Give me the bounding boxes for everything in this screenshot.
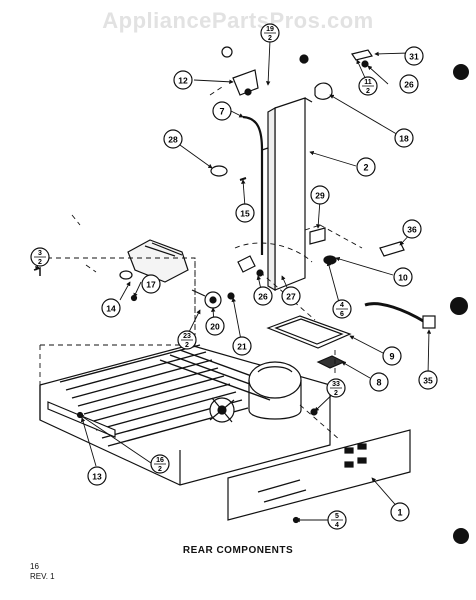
callout-14-label: 14 (106, 304, 116, 314)
callout-29-label: 29 (315, 191, 325, 201)
callout-19-bottom: 2 (268, 35, 272, 42)
callout-13: 13 (87, 466, 107, 486)
callout-27-label: 27 (286, 292, 296, 302)
callout-8-label: 8 (376, 378, 381, 388)
callout-19-top: 19 (266, 26, 274, 33)
callout-2: 2 (356, 157, 376, 177)
callout-29: 29 (310, 185, 330, 205)
callout-16-top: 16 (156, 457, 164, 464)
drain-bracket (119, 239, 189, 283)
callout-1-label: 1 (397, 508, 402, 518)
rear-panel (267, 97, 313, 292)
callout-21-label: 21 (237, 342, 247, 352)
callout-19: 192 (260, 23, 280, 43)
callout-36-label: 36 (407, 225, 417, 235)
callout-11: 112 (358, 76, 378, 96)
diagram-caption: REAR COMPONENTS (182, 545, 294, 556)
callout-4: 46 (332, 299, 352, 319)
binder-hole-bottom (453, 528, 469, 544)
callout-10-label: 10 (398, 273, 408, 283)
callout-23: 232 (177, 330, 197, 350)
callout-33: 332 (326, 378, 346, 398)
callout-33-top: 33 (332, 381, 340, 388)
callout-20-label: 20 (210, 322, 220, 332)
callout-26-top-label: 26 (404, 80, 414, 90)
callout-4-top: 4 (340, 302, 344, 309)
callout-23-top: 23 (183, 333, 191, 340)
callout-9: 9 (382, 346, 402, 366)
callout-3: 32 (30, 247, 50, 267)
callout-20: 20 (205, 316, 225, 336)
callout-5-bottom: 4 (335, 522, 339, 529)
power-cord (364, 302, 436, 329)
callout-31-label: 31 (409, 52, 419, 62)
callout-5-top: 5 (335, 513, 339, 520)
fan-motor (191, 289, 222, 309)
callout-11-top: 11 (364, 79, 372, 86)
callout-4-bottom: 6 (340, 311, 344, 318)
revision-label: REV. 1 (30, 572, 55, 581)
callout-15: 15 (235, 203, 255, 223)
callout-17: 17 (141, 274, 161, 294)
callout-14: 14 (101, 298, 121, 318)
callout-36: 36 (402, 219, 422, 239)
callout-10: 10 (393, 267, 413, 287)
callout-26-mid-label: 26 (258, 292, 268, 302)
callout-18: 18 (394, 128, 414, 148)
callout-2-label: 2 (363, 163, 368, 173)
access-cover (227, 429, 411, 521)
callout-18-label: 18 (399, 134, 409, 144)
callout-7-label: 7 (219, 107, 224, 117)
compressor (248, 361, 302, 420)
callout-9-label: 9 (389, 352, 394, 362)
callout-28-label: 28 (168, 135, 178, 145)
callout-12-label: 12 (178, 76, 188, 86)
callout-8: 8 (369, 372, 389, 392)
drain-pan (266, 315, 352, 349)
watermark: AppliancePartsPros.com (102, 8, 374, 33)
callout-31: 31 (404, 46, 424, 66)
hardware (33, 46, 405, 524)
callout-26-mid: 26 (253, 286, 273, 306)
binder-hole-middle (450, 297, 468, 315)
binder-hole-top (453, 64, 469, 80)
callout-33-bottom: 2 (334, 390, 338, 397)
page-number: 16 (30, 562, 39, 571)
callout-16: 162 (150, 454, 170, 474)
callout-3-bottom: 2 (38, 259, 42, 266)
callout-3-top: 3 (38, 250, 42, 257)
callout-23-bottom: 2 (185, 342, 189, 349)
callout-13-label: 13 (92, 472, 102, 482)
callout-35: 35 (418, 370, 438, 390)
callout-11-bottom: 2 (366, 88, 370, 95)
page-footer: 16 REV. 1 (30, 562, 55, 582)
tube-assembly (242, 115, 269, 255)
callout-21: 21 (232, 336, 252, 356)
callout-12: 12 (173, 70, 193, 90)
callout-15-label: 15 (240, 209, 250, 219)
callout-16-bottom: 2 (158, 466, 162, 473)
callout-26-top: 26 (399, 74, 419, 94)
condenser-fan (209, 397, 235, 423)
callout-7: 7 (212, 101, 232, 121)
callout-1: 1 (390, 502, 410, 522)
callout-27: 27 (281, 286, 301, 306)
pan-clip (316, 355, 346, 369)
callout-28: 28 (163, 129, 183, 149)
callout-17-label: 17 (146, 280, 156, 290)
callout-35-label: 35 (423, 376, 433, 386)
callout-5: 54 (327, 510, 347, 530)
